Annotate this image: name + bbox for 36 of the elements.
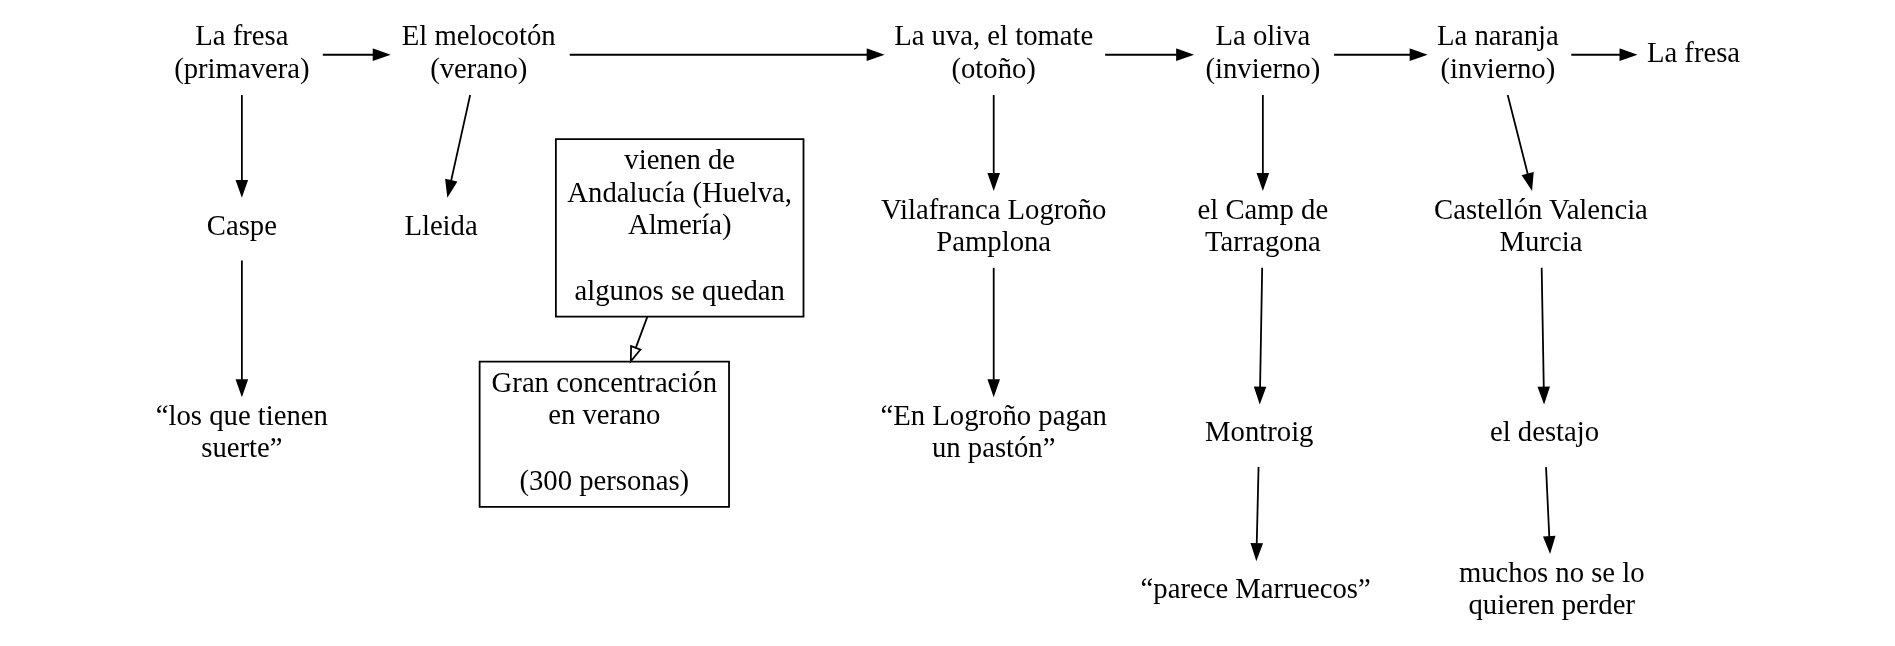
node-text: Vilafranca Logroño Pamplona bbox=[881, 192, 1107, 257]
arrow bbox=[1104, 48, 1195, 62]
node-text: “parece Marruecos” bbox=[1140, 572, 1371, 605]
node-text: muchos no se lo quieren perder bbox=[1458, 555, 1645, 621]
node-text: Montroig bbox=[1205, 415, 1314, 448]
arrow bbox=[1506, 94, 1534, 191]
node-text: el Camp de Tarragona bbox=[1197, 192, 1329, 257]
arrow bbox=[1543, 466, 1556, 555]
node-text: “En Logroño pagan un pastón” bbox=[880, 398, 1107, 464]
arrow bbox=[987, 266, 1000, 398]
node-text: “los que tienen suerte” bbox=[155, 398, 328, 464]
node-text: Caspe bbox=[206, 208, 277, 241]
node-box: vienen de Andalucía (Huelva, Almería) algunos se quedan bbox=[555, 138, 805, 318]
arrow bbox=[1253, 266, 1267, 405]
node-text: Lleida bbox=[404, 208, 478, 241]
node-text: La oliva (invierno) bbox=[1205, 19, 1321, 84]
node-box: Gran concentración en verano (300 personas) bbox=[478, 360, 730, 508]
node-text: La fresa bbox=[1646, 35, 1741, 68]
arrow bbox=[1333, 48, 1428, 62]
node-text: La fresa (primavera) bbox=[174, 19, 310, 84]
arrow bbox=[568, 48, 885, 62]
arrow bbox=[321, 48, 391, 62]
arrow bbox=[629, 315, 649, 364]
node-text: El melocotón (verano) bbox=[401, 19, 556, 84]
node-text: el destajo bbox=[1490, 415, 1600, 448]
arrow bbox=[445, 94, 472, 198]
arrow bbox=[235, 94, 249, 198]
arrow bbox=[1537, 266, 1551, 405]
arrow bbox=[1250, 466, 1264, 562]
arrow bbox=[987, 94, 1000, 192]
node-text: La naranja (invierno) bbox=[1437, 19, 1559, 84]
arrow bbox=[235, 259, 249, 398]
node-text: Castellón Valencia Murcia bbox=[1434, 192, 1648, 257]
arrow bbox=[1570, 48, 1638, 62]
node-text: La uva, el tomate (otoño) bbox=[894, 19, 1094, 84]
arrow bbox=[1256, 94, 1270, 192]
